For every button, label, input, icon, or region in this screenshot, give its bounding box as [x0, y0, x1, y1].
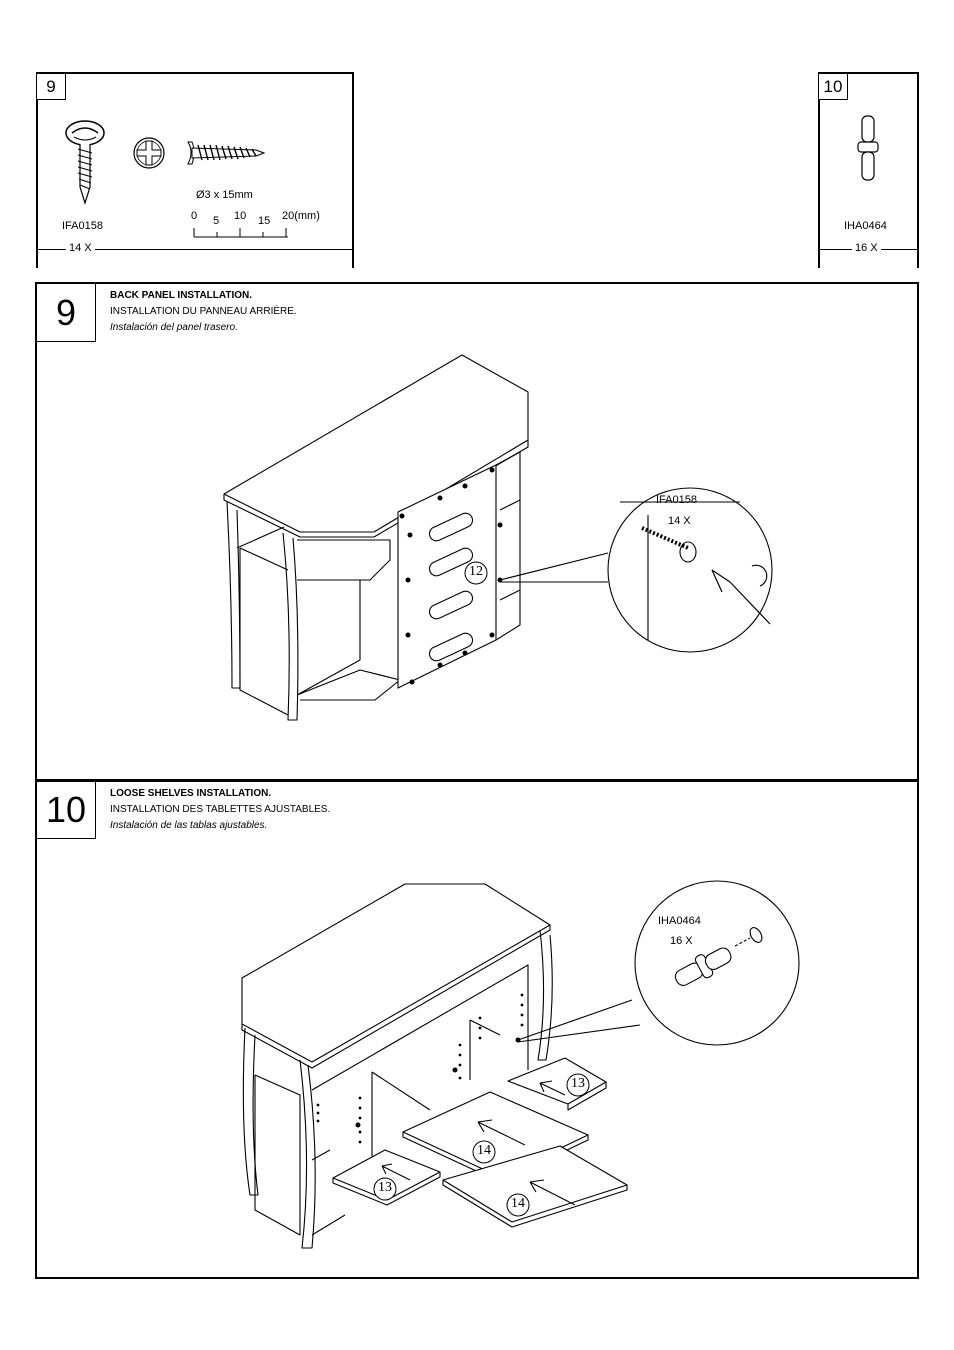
- shelf-label-13a: 13: [374, 1180, 396, 1196]
- shelf-label-14b: 14: [507, 1196, 529, 1212]
- step-10-callout-code: IHA0464: [658, 915, 701, 927]
- shelf-label-14a: 14: [473, 1143, 495, 1159]
- step-10-callout-qty: 16 X: [670, 935, 693, 947]
- shelf-label-13b: 13: [567, 1076, 589, 1092]
